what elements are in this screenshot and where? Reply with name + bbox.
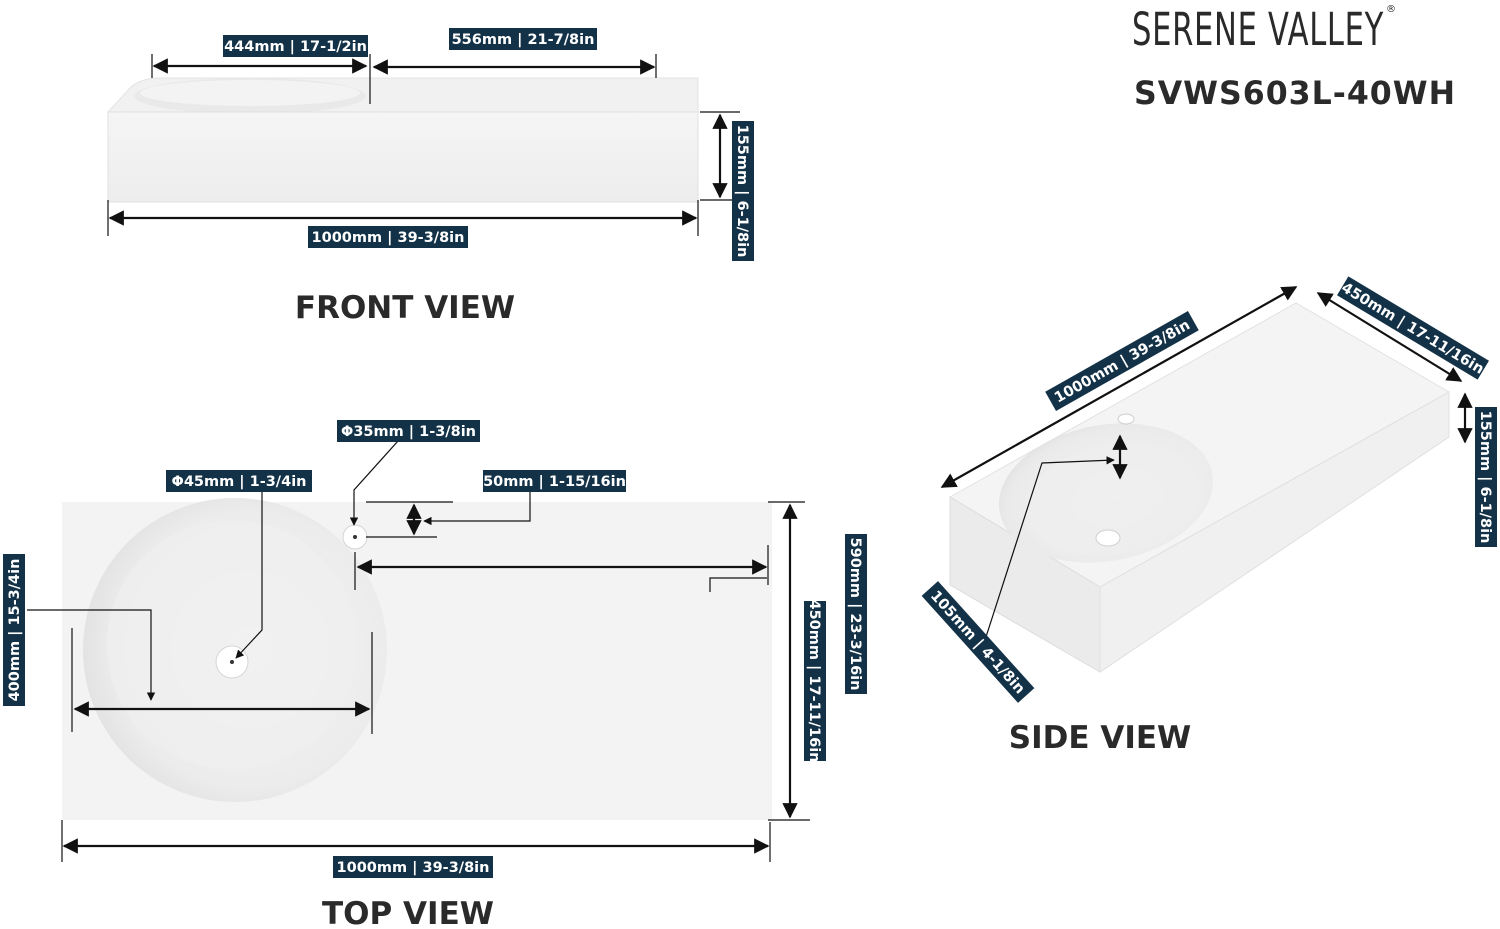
total-depth-label: 590mm | 23-3/16in [845,534,867,694]
side-view: 1000mm | 39-3/8in 450mm | 17-11/16in 155… [921,276,1497,756]
front-deck-width-label: 556mm | 21-7/8in [449,28,597,50]
drain-diameter-label: Φ45mm | 1-3/4in [166,470,312,492]
front-view-title: FRONT VIEW [295,290,515,326]
faucet-offset-label: 50mm | 1-15/16in [483,470,626,492]
brand-logo: SERENE VALLEY [1132,3,1384,56]
basin-diameter-label: 450mm | 17-11/16in [804,599,826,763]
front-view: 444mm | 17-1/2in 556mm | 21-7/8in 1000mm… [106,28,754,326]
side-view-title: SIDE VIEW [1009,720,1191,756]
top-view: Φ45mm | 1-3/4in Φ35mm | 1-3/8in 50mm | 1… [3,420,867,929]
svg-text:590mm | 23-3/16in: 590mm | 23-3/16in [847,538,863,691]
front-body [107,111,699,203]
front-height-label: 155mm | 6-1/8in [732,121,754,261]
svg-text:155mm | 6-1/8in: 155mm | 6-1/8in [734,125,750,258]
svg-text:556mm | 21-7/8in: 556mm | 21-7/8in [452,32,595,48]
svg-text:155mm | 6-1/8in: 155mm | 6-1/8in [1477,411,1493,544]
model-number: SVWS603L-40WH [1134,74,1456,112]
top-total-width-label: 1000mm | 39-3/8in [333,856,493,878]
faucet-diameter-label: Φ35mm | 1-3/8in [337,420,480,442]
front-basin-width-label: 444mm | 17-1/2in [223,35,368,57]
svg-text:Φ45mm | 1-3/4in: Φ45mm | 1-3/4in [172,474,307,490]
side-height-label: 155mm | 6-1/8in [1475,407,1497,547]
registered-mark: ® [1386,4,1396,15]
svg-text:1000mm | 39-3/8in: 1000mm | 39-3/8in [312,230,465,246]
side-faucet-hole [1117,413,1135,425]
top-view-title: TOP VIEW [322,896,494,929]
svg-text:50mm | 1-15/16in: 50mm | 1-15/16in [483,474,626,490]
svg-text:400mm | 15-3/4in: 400mm | 15-3/4in [7,559,23,702]
svg-text:1000mm | 39-3/8in: 1000mm | 39-3/8in [337,860,490,876]
brand-header: SERENE VALLEY ® SVWS603L-40WH [1132,3,1456,112]
basin-depth-label: 400mm | 15-3/4in [3,554,25,706]
side-drain-hole [1095,529,1121,547]
svg-text:Φ35mm | 1-3/8in: Φ35mm | 1-3/8in [341,424,476,440]
svg-text:450mm | 17-11/16in: 450mm | 17-11/16in [806,599,822,762]
front-total-width-label: 1000mm | 39-3/8in [308,226,468,248]
side-end-face [1099,391,1450,673]
svg-text:444mm | 17-1/2in: 444mm | 17-1/2in [224,39,367,55]
